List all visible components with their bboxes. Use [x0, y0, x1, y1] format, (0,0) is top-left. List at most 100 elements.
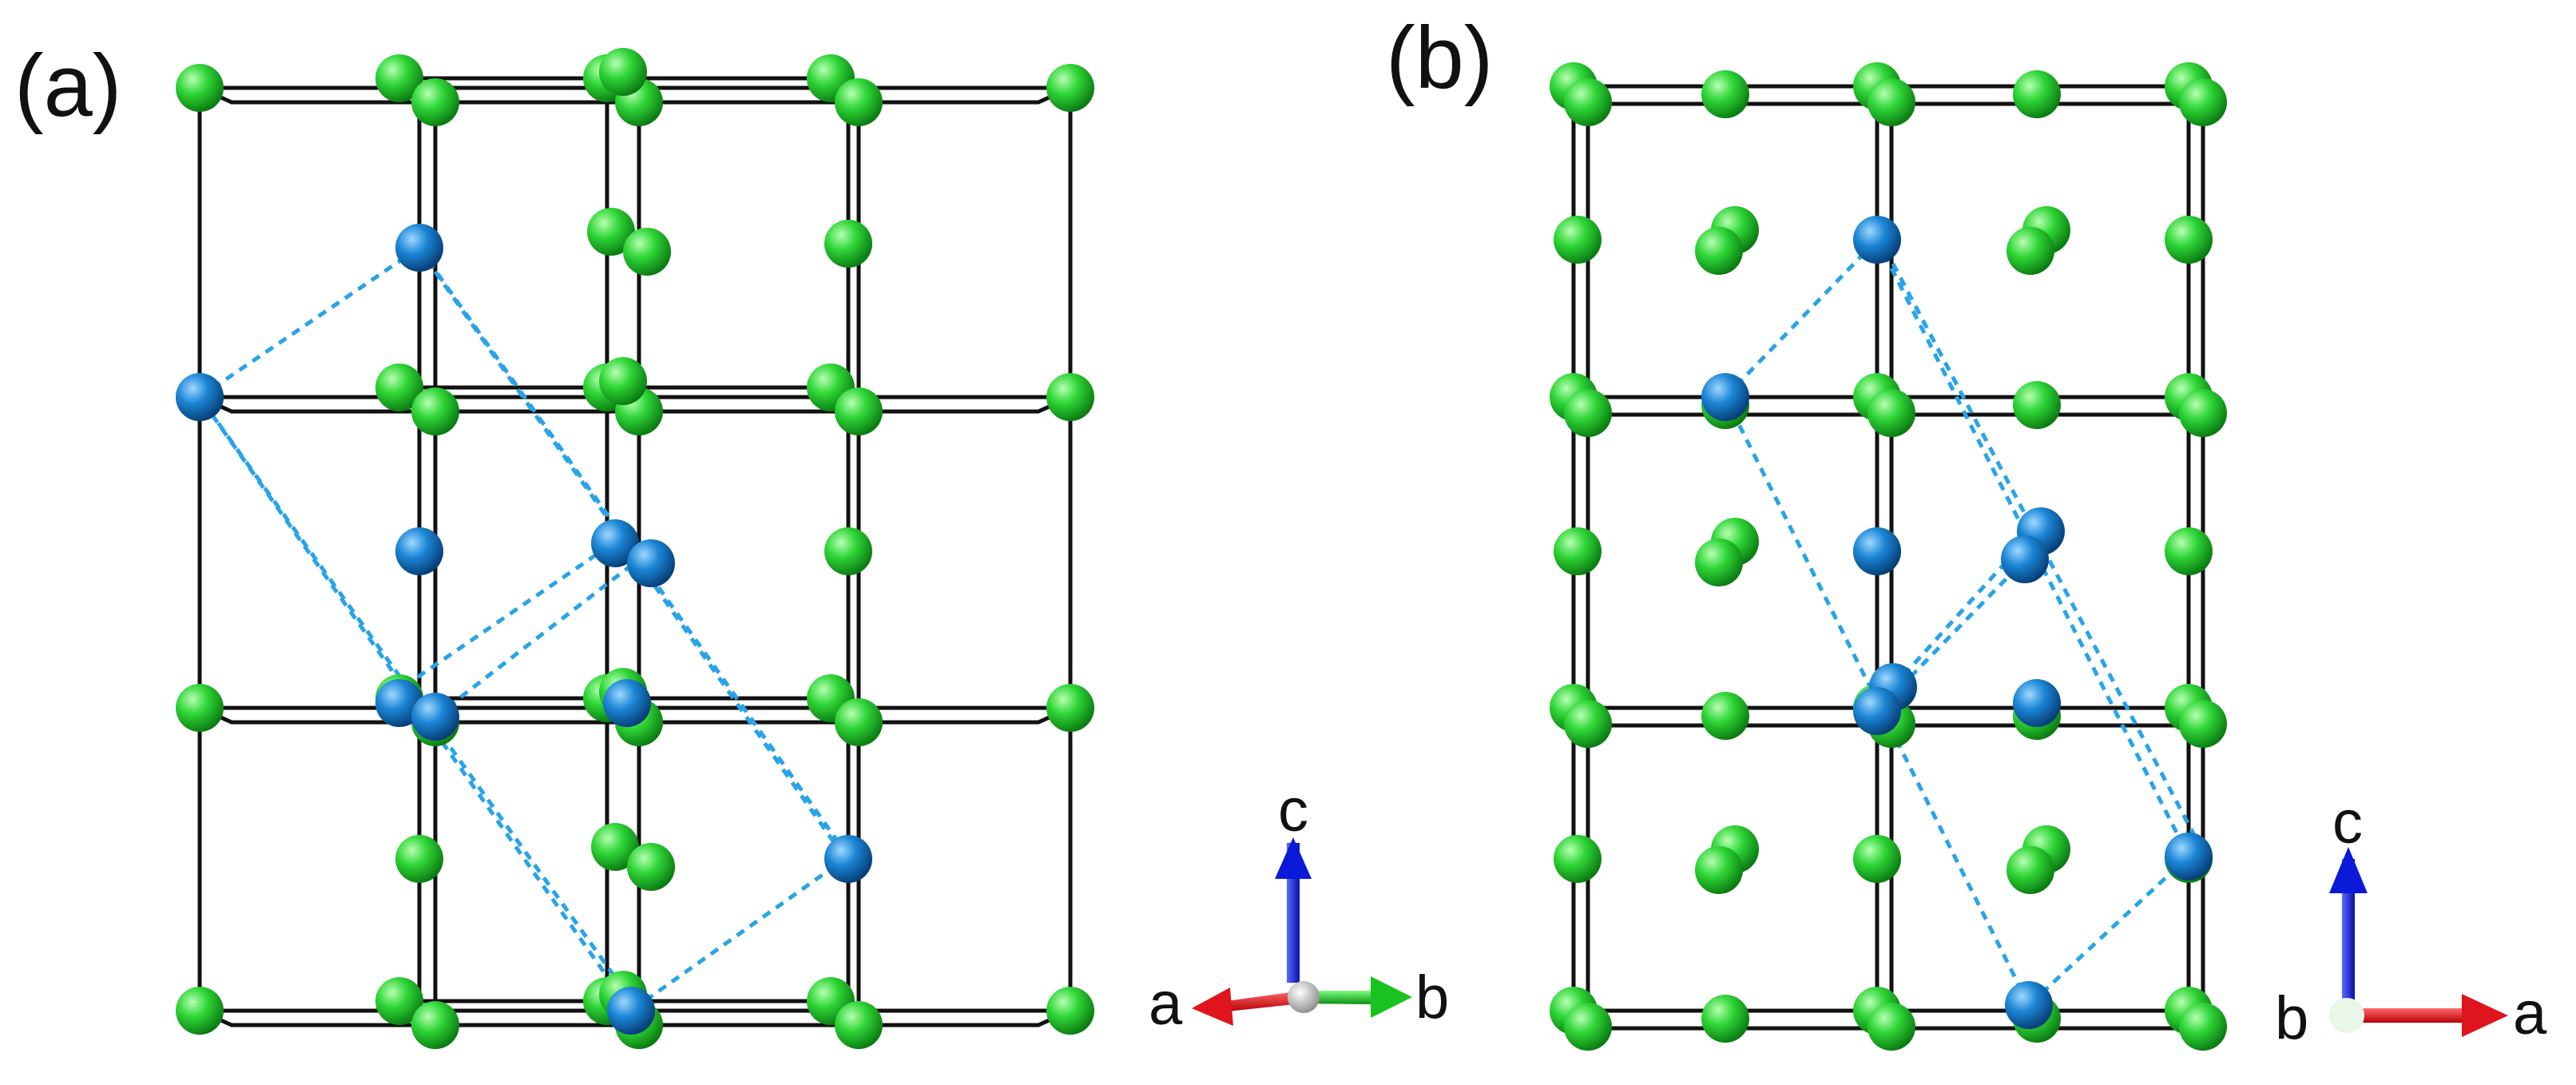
blue-atom — [603, 679, 651, 727]
green-atom — [2179, 700, 2227, 748]
c-axis-arrowhead — [1275, 837, 1312, 879]
green-atom — [2006, 227, 2054, 275]
green-atom — [587, 208, 635, 256]
green-atom — [1564, 389, 1612, 437]
unit-cell-edge — [197, 395, 641, 1012]
panel-a: (a) c a b — [14, 37, 1449, 1049]
panel-a-axis-b-label: b — [1415, 964, 1449, 1031]
green-atom — [1868, 389, 1915, 437]
green-atom — [176, 684, 224, 732]
green-atom — [1554, 835, 1602, 883]
green-atom — [1853, 835, 1901, 883]
panel-b-label: (b) — [1386, 9, 1493, 107]
a-axis-arrow — [2352, 1008, 2464, 1023]
a-axis-arrowhead — [1192, 988, 1233, 1026]
green-atom — [1701, 70, 1749, 118]
panel-a-atoms — [176, 48, 1094, 1049]
panel-a-axis-triad: c a b — [1149, 777, 1449, 1038]
green-atom — [1564, 700, 1612, 748]
blue-atom — [395, 527, 443, 575]
b-axis-arrowhead — [1371, 976, 1412, 1018]
green-atom — [1701, 995, 1749, 1043]
a-axis-arrow — [1226, 991, 1302, 1011]
green-atom — [2179, 1003, 2227, 1051]
green-atom — [1695, 539, 1743, 586]
green-atom — [375, 364, 423, 411]
panel-a-label: (a) — [14, 37, 121, 135]
blue-atom — [2001, 535, 2049, 583]
green-atom — [835, 78, 883, 126]
green-atom — [411, 388, 459, 435]
blue-atom — [411, 693, 459, 741]
panel-b-atoms — [1550, 62, 2227, 1051]
blue-atom — [375, 679, 423, 727]
axis-origin — [2329, 998, 2364, 1033]
unit-cell-edge — [2027, 855, 2190, 1007]
panel-b-axis-triad: c b a — [2275, 789, 2547, 1052]
green-atom — [591, 823, 639, 871]
unit-cell-edge — [390, 545, 609, 698]
panel-b: (b) c b a — [1386, 9, 2547, 1052]
panel-b-unit-cell-dashed — [1723, 238, 2207, 1007]
green-atom — [835, 1001, 883, 1049]
green-atom — [627, 843, 675, 891]
axis-origin — [1288, 981, 1320, 1013]
blue-atom — [2013, 679, 2061, 727]
green-atom — [395, 835, 443, 883]
green-atom — [835, 388, 883, 435]
green-atom — [824, 527, 872, 575]
green-atom — [2165, 216, 2213, 264]
panel-a-unit-cell-dashed — [197, 245, 851, 1013]
unit-cell-edge — [1875, 238, 2191, 858]
blue-atom — [824, 835, 872, 883]
green-atom — [1564, 1003, 1612, 1051]
c-axis-arrow — [2342, 859, 2355, 1003]
unit-cell-edge — [433, 270, 851, 864]
unit-cell-edge — [629, 854, 850, 1013]
green-atom — [375, 977, 423, 1025]
green-atom — [1701, 692, 1749, 740]
blue-atom — [1853, 687, 1901, 735]
blue-atom — [1853, 527, 1901, 575]
blue-atom — [591, 519, 639, 567]
c-axis-arrowhead — [2329, 847, 2368, 893]
green-atom — [411, 1001, 459, 1049]
green-atom — [1695, 227, 1743, 275]
blue-atom — [1853, 216, 1901, 264]
green-atom — [1046, 684, 1094, 732]
green-atom — [599, 357, 647, 405]
green-atom — [1868, 78, 1915, 126]
panel-a-axis-a-label: a — [1149, 970, 1183, 1038]
blue-atom — [2005, 981, 2053, 1029]
green-atom — [1046, 987, 1094, 1035]
green-atom — [411, 78, 459, 126]
unit-cell-edge — [1724, 238, 1879, 399]
green-atom — [623, 228, 671, 276]
green-atom — [2013, 70, 2061, 118]
unit-cell-edge — [198, 245, 421, 399]
green-atom — [1564, 78, 1612, 126]
green-atom — [1868, 1003, 1915, 1051]
blue-atom — [395, 224, 443, 272]
green-atom — [176, 64, 224, 112]
green-atom — [1554, 527, 1602, 575]
panel-b-axis-b-label: b — [2275, 984, 2308, 1052]
green-atom — [1046, 373, 1094, 421]
panel-b-axis-a-label: a — [2513, 980, 2547, 1047]
green-atom — [176, 987, 224, 1035]
green-atom — [2179, 78, 2227, 126]
green-atom — [1695, 846, 1743, 894]
green-atom — [824, 220, 872, 268]
green-atom — [2165, 527, 2213, 575]
b-axis-arrow — [1306, 991, 1374, 1004]
a-axis-arrowhead — [2462, 994, 2508, 1037]
blue-atom — [627, 539, 675, 587]
blue-atom — [607, 987, 655, 1035]
green-atom — [2013, 381, 2061, 429]
green-atom — [2179, 389, 2227, 437]
blue-atom — [2165, 833, 2213, 880]
green-atom — [835, 698, 883, 746]
panel-b-axis-c-label: c — [2332, 789, 2363, 856]
unit-cell-edge — [434, 558, 641, 718]
